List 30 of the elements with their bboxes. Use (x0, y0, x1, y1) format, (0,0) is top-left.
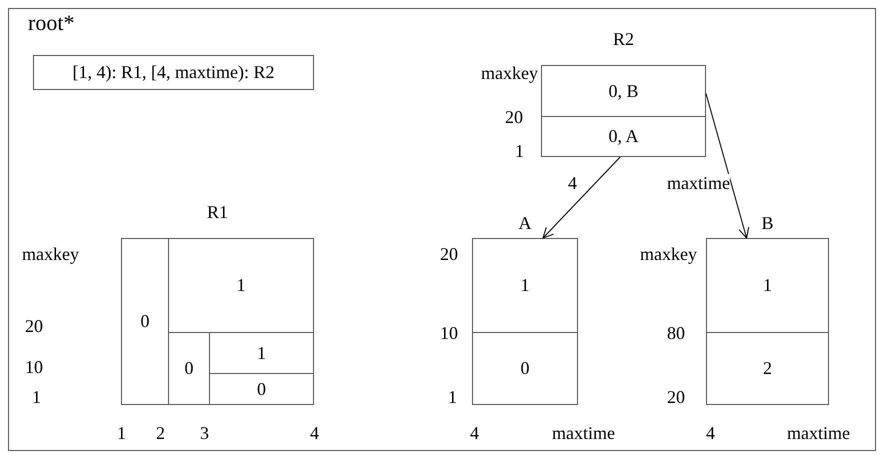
axis-label: 20 (25, 317, 43, 335)
axis-label: 20 (505, 108, 523, 126)
axis-label: 1 (448, 388, 457, 406)
entry-box: [1, 4): R1, [4, maxtime): R2 (33, 55, 314, 90)
axis-label: maxtime (552, 424, 615, 442)
axis-label: 1 (117, 424, 126, 442)
axis-label: maxkey (481, 64, 538, 82)
axis-label: 1 (32, 388, 41, 406)
axis-label: 2 (156, 424, 165, 442)
axis-label: 3 (200, 424, 209, 442)
axis-label: maxkey (22, 245, 79, 263)
region-title: A (518, 214, 532, 232)
axis-label: maxtime (787, 424, 850, 442)
region-title: B (760, 214, 774, 232)
axis-label: 4 (310, 424, 319, 442)
axis-label: 4 (568, 174, 577, 192)
arrow (706, 93, 750, 238)
axis-label: 20 (667, 388, 685, 406)
region-title: R1 (206, 203, 229, 221)
axis-label: 4 (470, 424, 479, 442)
axis-label: 20 (440, 245, 458, 263)
axis-label: 1 (515, 142, 524, 160)
axis-label: maxtime (667, 174, 730, 192)
arrow (542, 156, 621, 238)
axis-label: maxkey (640, 245, 697, 263)
region-title: R2 (612, 30, 635, 48)
axis-label: 80 (667, 324, 685, 342)
axis-label: 10 (25, 358, 43, 376)
axis-label: 4 (706, 424, 715, 442)
axis-label: 10 (440, 324, 458, 342)
